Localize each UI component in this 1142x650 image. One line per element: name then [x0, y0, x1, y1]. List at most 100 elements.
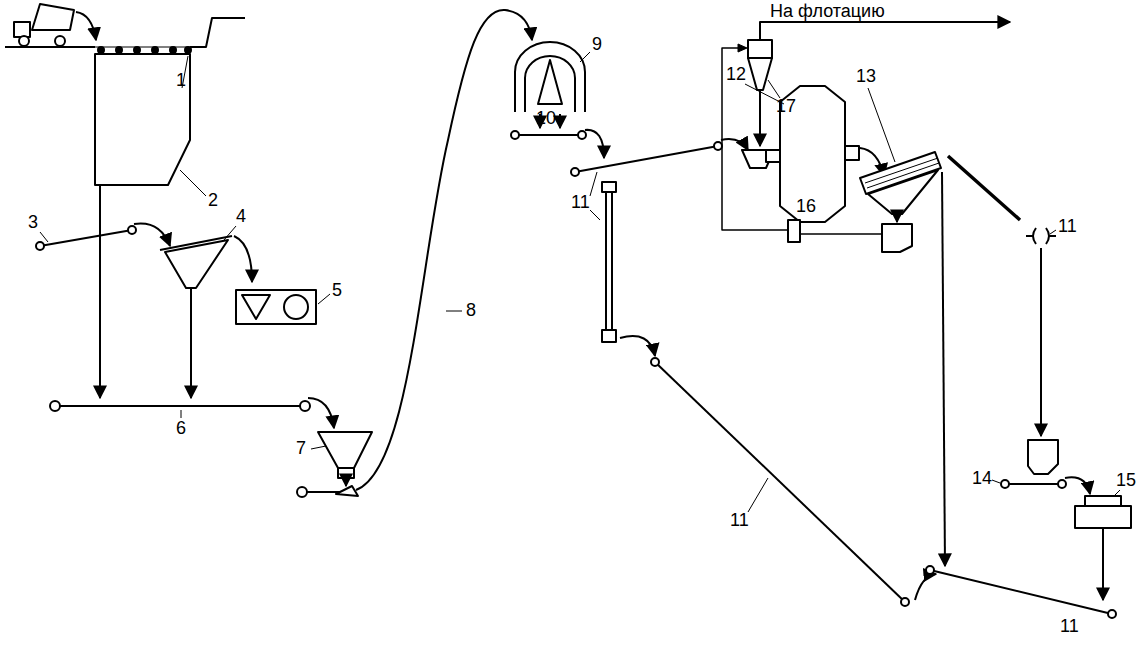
leader-line — [580, 52, 590, 62]
receiving-bin — [99, 185, 101, 398]
leader-line — [311, 446, 326, 449]
vibrating-screen — [190, 288, 192, 398]
leader-line — [1050, 230, 1056, 234]
belt-conveyor — [511, 130, 604, 158]
vibrating-screen — [868, 170, 938, 214]
belt-conveyor — [578, 131, 586, 139]
crusher-feed-bin — [1058, 480, 1066, 488]
inclined-conveyor — [297, 487, 307, 497]
ground-line — [5, 18, 245, 47]
callout-number: 11 — [730, 510, 749, 530]
slurry-pump — [788, 220, 912, 252]
callout-number: 11 — [571, 192, 590, 212]
belt-conveyor — [930, 570, 1112, 614]
slurry-pump — [882, 224, 912, 252]
feed-bin — [318, 432, 372, 486]
belt-conveyor — [901, 598, 909, 606]
belt-conveyor — [40, 230, 132, 246]
bucket-elevator — [620, 336, 655, 356]
belt-conveyor — [36, 242, 44, 250]
leader-line — [1114, 490, 1120, 496]
belt-conveyor — [926, 566, 1116, 618]
crusher-feed-bin — [1001, 480, 1009, 488]
hydrocyclone — [722, 22, 1010, 230]
callout-number: 15 — [1116, 470, 1136, 490]
dump-truck — [14, 22, 30, 37]
roll-crusher — [1102, 528, 1104, 600]
ground-line — [5, 18, 245, 47]
belt-conveyor — [651, 358, 936, 606]
grizzly — [134, 47, 140, 53]
leader-line — [992, 480, 1000, 483]
leader-line — [768, 80, 780, 98]
leader-line — [180, 170, 206, 196]
cone-crusher — [559, 114, 561, 128]
belt-conveyor — [575, 146, 718, 172]
bucket-elevator — [606, 192, 612, 330]
callout-number: 11 — [1060, 616, 1079, 636]
roll-crusher — [1085, 496, 1121, 506]
callout-number: 16 — [796, 196, 816, 216]
belt-conveyor — [134, 223, 170, 246]
hydrocyclone — [738, 44, 747, 52]
belt-conveyor — [926, 566, 934, 574]
belt-conveyor — [1108, 610, 1116, 618]
leader-line — [181, 410, 182, 418]
belt-conveyor — [511, 131, 519, 139]
belt-conveyor — [36, 223, 170, 250]
belt-conveyor — [50, 401, 60, 411]
callout-number: 13 — [856, 66, 876, 86]
magnetic-separator — [1026, 228, 1056, 436]
slurry-pump — [800, 233, 882, 235]
crusher-feed-bin — [1005, 483, 1062, 485]
inclined-conveyor — [297, 10, 532, 497]
belt-conveyor — [721, 139, 748, 150]
crusher-feed-bin — [1028, 440, 1058, 474]
belt-conveyor — [714, 142, 722, 150]
cone-crusher — [538, 60, 562, 104]
grizzly — [152, 47, 158, 53]
hydrocyclone — [748, 40, 772, 58]
inclined-conveyor — [356, 10, 532, 490]
vibrating-screen — [860, 152, 1020, 566]
dump-truck — [19, 36, 29, 46]
leader-line — [868, 88, 895, 162]
leader-line — [590, 172, 597, 196]
grizzly — [185, 47, 191, 53]
callout-number: 12 — [726, 64, 746, 84]
callout-number: 1 — [176, 70, 186, 90]
callout-number: 17 — [776, 96, 796, 116]
callout-number: 9 — [592, 34, 602, 54]
inclined-conveyor — [336, 486, 358, 496]
belt-conveyor — [651, 358, 659, 366]
callout-number: 4 — [236, 206, 246, 226]
cone-crusher — [515, 42, 585, 128]
callout-number: 2 — [208, 190, 218, 210]
callout-number: 5 — [332, 280, 342, 300]
belt-conveyor — [655, 362, 905, 602]
belt-conveyor — [585, 130, 604, 158]
jaw-crusher — [236, 290, 316, 324]
jaw-crusher — [284, 295, 308, 319]
crusher-feed-bin — [1065, 477, 1090, 494]
belt-conveyor — [300, 401, 310, 411]
hydrocyclone — [722, 48, 790, 230]
jaw-crusher — [242, 295, 270, 319]
flow-label: На флотацию — [770, 1, 885, 21]
feed-bin — [338, 468, 354, 478]
dump-truck — [14, 4, 96, 46]
callout-number: 6 — [176, 418, 186, 438]
leader-line — [590, 210, 600, 220]
grizzly — [98, 47, 104, 53]
grizzly — [170, 47, 176, 53]
grizzly — [116, 47, 122, 53]
slurry-pump — [788, 220, 800, 242]
belt-conveyor — [571, 168, 579, 176]
leader-line — [318, 294, 330, 304]
callout-number: 11 — [1058, 216, 1077, 236]
leader-line — [40, 232, 48, 242]
receiving-bin — [95, 54, 190, 185]
hydrocyclone — [760, 22, 1010, 40]
ball-mill — [766, 150, 780, 162]
callout-number: 10 — [536, 108, 556, 128]
